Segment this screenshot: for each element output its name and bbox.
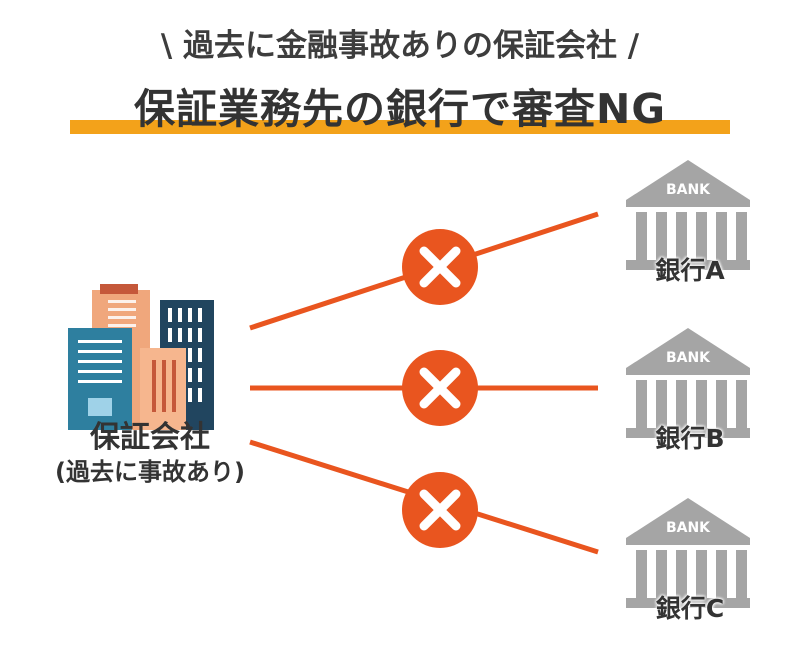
bank-icon: BANK [626, 160, 750, 270]
office-buildings-icon [68, 284, 214, 430]
cross-mark-icon [402, 229, 478, 305]
bank-sign: BANK [666, 182, 711, 198]
bank-label-a: 銀行A [655, 256, 725, 285]
bank-icon: BANK [626, 328, 750, 438]
company-note: (過去に事故あり) [55, 458, 245, 486]
cross-mark-icon [402, 472, 478, 548]
bank-label-c: 銀行C [655, 594, 725, 623]
bank-sign: BANK [666, 350, 711, 366]
bank-sign: BANK [666, 520, 711, 536]
cross-mark-icon [402, 350, 478, 426]
page-title: 保証業務先の銀行で審査NG [134, 85, 666, 133]
bank-label-b: 銀行B [655, 424, 725, 453]
company-name: 保証会社 [90, 420, 210, 455]
bank-icon: BANK [626, 498, 750, 608]
title-underline [70, 120, 730, 134]
title-block: 保証業務先の銀行で審査NG [70, 75, 730, 139]
headline: \ 過去に金融事故ありの保証会社 / [160, 28, 640, 64]
